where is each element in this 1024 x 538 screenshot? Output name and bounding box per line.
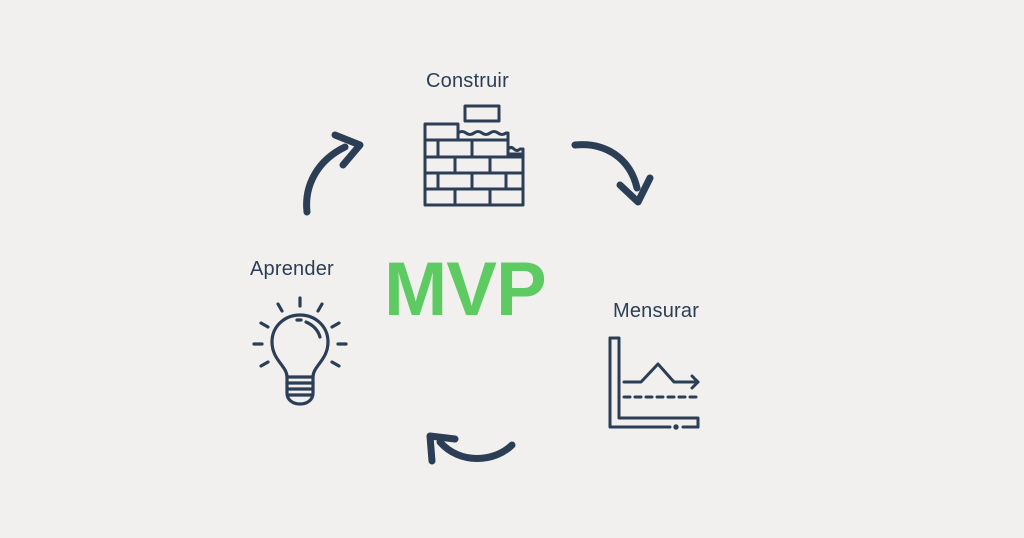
line-chart-icon [608, 336, 702, 430]
lightbulb-icon [252, 296, 348, 406]
stage-label-aprender: Aprender [250, 258, 334, 280]
brick-wall-icon [423, 104, 525, 207]
stage-label-construir: Construir [426, 70, 509, 92]
stage-label-mensurar: Mensurar [613, 300, 700, 322]
curved-arrow-icon [571, 141, 654, 206]
curved-arrow-icon [303, 131, 364, 216]
mvp-title: MVP [384, 247, 547, 332]
curved-arrow-icon [426, 432, 516, 465]
